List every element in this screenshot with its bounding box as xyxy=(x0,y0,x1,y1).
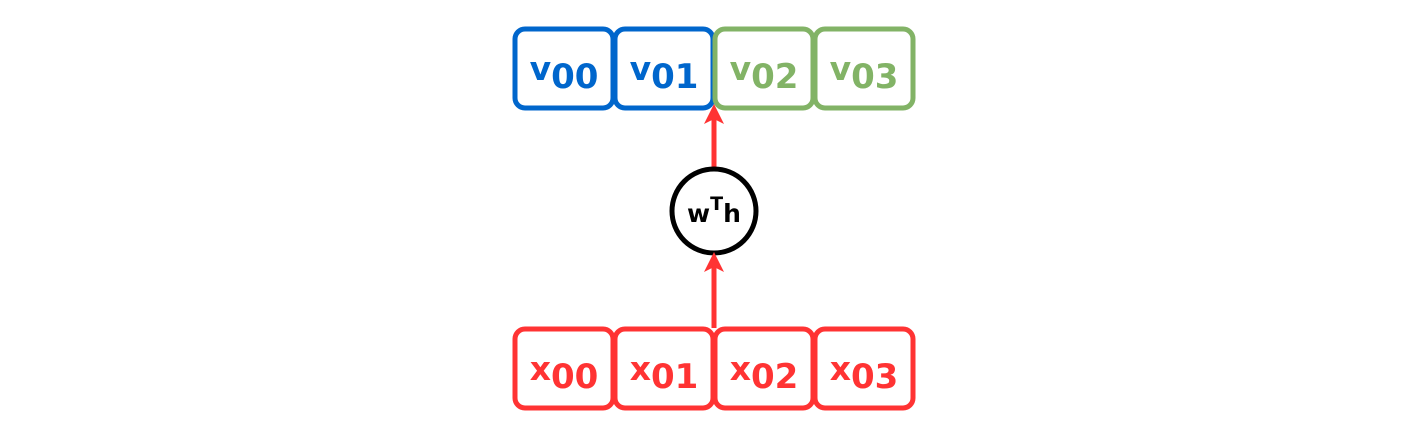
top-cell-3-label: v03 xyxy=(830,49,899,97)
top-cell-0: v00 xyxy=(512,26,616,111)
bottom-cell-1-sub: 01 xyxy=(651,357,698,397)
top-cell-0-sub: 00 xyxy=(551,57,598,97)
top-cell-1-label: v01 xyxy=(630,49,699,97)
bottom-cell-3-base: x xyxy=(830,349,851,388)
node-wth: wTh xyxy=(669,166,759,256)
bottom-cell-1-base: x xyxy=(630,349,651,388)
bottom-row: x00 x01 x02 x03 xyxy=(512,326,916,411)
bottom-cell-0-sub: 00 xyxy=(551,357,598,397)
bottom-cell-2: x02 xyxy=(712,326,816,411)
bottom-cell-1: x01 xyxy=(612,326,716,411)
bottom-cell-1-label: x01 xyxy=(630,349,699,397)
top-cell-1-sub: 01 xyxy=(651,57,698,97)
top-cell-2-label: v02 xyxy=(730,49,799,97)
top-cell-0-label: v00 xyxy=(530,49,599,97)
bottom-cell-3: x03 xyxy=(812,326,916,411)
node-tail: h xyxy=(723,199,741,228)
top-cell-3-sub: 03 xyxy=(851,57,898,97)
node-base: w xyxy=(687,199,710,228)
bottom-cell-2-base: x xyxy=(730,349,751,388)
top-cell-2: v02 xyxy=(712,26,816,111)
bottom-cell-2-label: x02 xyxy=(730,349,799,397)
top-cell-2-base: v xyxy=(730,49,752,88)
bottom-cell-3-label: x03 xyxy=(830,349,899,397)
top-cell-1-base: v xyxy=(630,49,652,88)
top-cell-2-sub: 02 xyxy=(751,57,798,97)
bottom-cell-3-sub: 03 xyxy=(851,357,898,397)
top-cell-3: v03 xyxy=(812,26,916,111)
node-label: wTh xyxy=(687,193,741,228)
top-cell-1: v01 xyxy=(612,26,716,111)
bottom-cell-0-base: x xyxy=(530,349,551,388)
top-cell-3-box xyxy=(812,26,916,111)
bottom-cell-2-sub: 02 xyxy=(751,357,798,397)
bottom-cell-0: x00 xyxy=(512,326,616,411)
node-sup: T xyxy=(710,193,723,215)
top-cell-3-base: v xyxy=(830,49,852,88)
top-cell-0-base: v xyxy=(530,49,552,88)
bottom-cell-3-box xyxy=(812,326,916,411)
top-row: v00 v01 v02 v03 xyxy=(512,26,916,111)
bottom-cell-0-label: x00 xyxy=(530,349,599,397)
